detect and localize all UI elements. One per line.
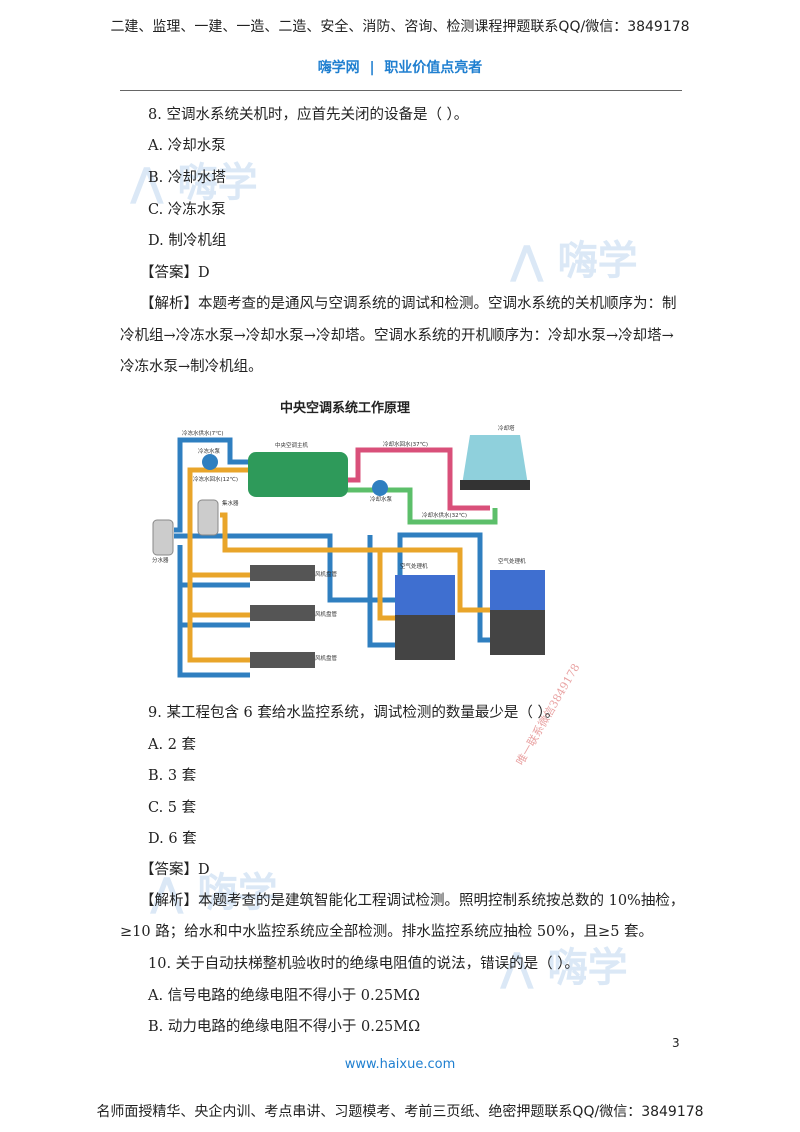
diagram-title: 中央空调系统工作原理 xyxy=(280,400,410,416)
chw-pump-shape xyxy=(202,454,218,470)
page-number: 3 xyxy=(672,1036,680,1050)
label-fcu: 风机盘管 xyxy=(315,570,338,578)
hot-water-pipes xyxy=(187,467,490,663)
q8-analysis: 冷机组→冷冻水泵→冷却水泵→冷却塔。空调水系统的开机顺序为：冷却水泵→冷却塔→ xyxy=(120,328,674,344)
q8-analysis: 冷冻水泵→制冷机组。 xyxy=(120,359,263,375)
label-ahu: 空气处理机 xyxy=(498,557,526,565)
label-fcu: 风机盘管 xyxy=(315,610,338,618)
q8-option: D. 制冷机组 xyxy=(148,233,227,249)
q9-option: B. 3 套 xyxy=(148,768,197,784)
cooling-supply-pipe xyxy=(345,487,498,525)
header-rule xyxy=(120,90,682,91)
label-tower: 冷却塔 xyxy=(498,424,515,432)
watermark-logo: ⋀ 嗨学 xyxy=(150,870,278,916)
q9-analysis: 【解析】本题考查的是建筑智能化工程调试检测。照明控制系统按总数的 10%抽检， xyxy=(140,893,685,909)
label-cw-pump: 冷却水泵 xyxy=(370,495,393,503)
q9-option: C. 5 套 xyxy=(148,800,197,816)
q9-answer: 【答案】D xyxy=(140,862,210,878)
q8-answer: 【答案】D xyxy=(140,265,210,281)
q8-analysis: 【解析】本题考查的是通风与空调系统的调试和检测。空调水系统的关机顺序为：制 xyxy=(140,296,677,312)
separator: | xyxy=(369,60,375,76)
label-fcu: 风机盘管 xyxy=(315,654,338,662)
label-chw-supply: 冷冻水供水(7℃) xyxy=(182,429,223,437)
chilled-water-pipes xyxy=(174,437,490,678)
q8-stem: 8. 空调水系统关机时，应首先关闭的设备是（ ）。 xyxy=(148,107,469,123)
label-chw-pump: 冷冻水泵 xyxy=(198,447,221,455)
label-ahu: 空气处理机 xyxy=(400,562,428,570)
promo-header: 二建、监理、一建、一造、二造、安全、消防、咨询、检测课程押题联系QQ/微信：38… xyxy=(110,19,690,35)
hvac-diagram: 中央空调系统工作原理 冷冻水供水(7℃) 冷冻水泵 冷冻水回水(12℃) 中央空… xyxy=(152,400,545,678)
cooling-return-pipe xyxy=(345,447,490,511)
collector-shape xyxy=(197,499,219,536)
watermark-logo: ⋀ 嗨学 xyxy=(130,160,258,206)
q9-stem: 9. 某工程包含 6 套给水监控系统，调试检测的数量最少是（ ）。 xyxy=(148,705,560,721)
chiller-shape xyxy=(248,452,348,497)
brand-name[interactable]: 嗨学网 xyxy=(317,60,360,76)
brand-line: 嗨学网 | 职业价值点亮者 xyxy=(0,57,800,77)
distributor-shape xyxy=(152,519,174,556)
q9-option: D. 6 套 xyxy=(148,831,197,847)
q10-option: B. 动力电路的绝缘电阻不得小于 0.25MΩ xyxy=(148,1019,421,1035)
q8-option: B. 冷却水塔 xyxy=(148,170,226,186)
q10-option: A. 信号电路的绝缘电阻不得小于 0.25MΩ xyxy=(148,988,420,1004)
label-cw-supply: 冷却水供水(32℃) xyxy=(422,511,467,519)
label-chw-return: 冷冻水回水(12℃) xyxy=(193,475,238,483)
promo-footer: 名师面授精华、央企内训、考点串讲、习题模考、考前三页纸、绝密押题联系QQ/微信：… xyxy=(96,1104,704,1120)
q8-option: C. 冷冻水泵 xyxy=(148,202,226,218)
slogan: 职业价值点亮者 xyxy=(384,60,483,76)
watermark-logo: ⋀ 嗨学 xyxy=(510,238,638,284)
tower-shape xyxy=(462,435,528,485)
website-link[interactable]: www.haixue.com xyxy=(344,1057,456,1072)
q9-option: A. 2 套 xyxy=(148,737,197,753)
q8-option: A. 冷却水泵 xyxy=(148,138,226,154)
q10-stem: 10. 关于自动扶梯整机验收时的绝缘电阻值的说法，错误的是（ ）。 xyxy=(148,956,580,972)
label-distributor: 分水器 xyxy=(152,556,169,564)
label-chiller: 中央空调主机 xyxy=(275,441,309,449)
label-collector: 集水器 xyxy=(222,499,239,507)
cw-pump-shape xyxy=(372,480,388,496)
label-cw-return: 冷却水回水(37℃) xyxy=(383,440,428,448)
watermark-logo: ⋀ 嗨学 xyxy=(500,945,628,991)
q9-analysis: ≥10 路；给水和中水监控系统应全部检测。排水监控系统应抽检 50%，且≥5 套… xyxy=(120,924,654,940)
